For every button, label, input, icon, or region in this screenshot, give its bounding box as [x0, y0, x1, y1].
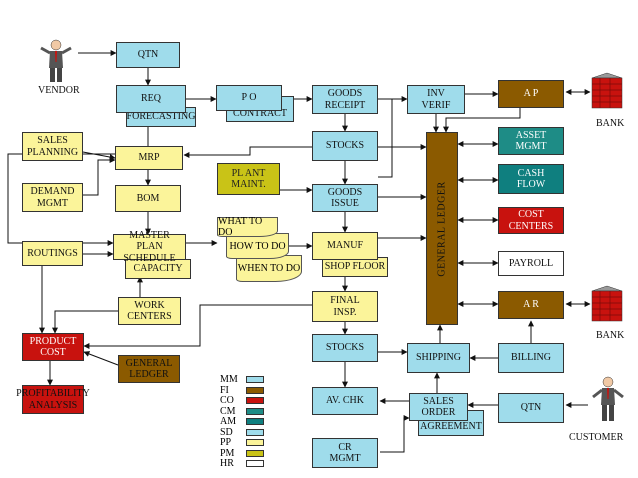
bank-building-icon	[591, 72, 623, 109]
mrp-box: MRP	[115, 146, 183, 170]
billing-box: BILLING	[498, 343, 564, 373]
profitability-analysis-box: PROFITABILITY ANALYSIS	[16, 385, 90, 414]
inv-verif-box: INV VERIF	[407, 85, 465, 114]
shop-floor-box: SHOP FLOOR	[322, 257, 388, 277]
legend-item: PM	[220, 447, 280, 460]
bank-bottom-label: BANK	[596, 330, 625, 341]
shipping-box: SHIPPING	[407, 343, 470, 373]
qtn-top-box: QTN	[116, 42, 180, 68]
req-box: REQ	[116, 85, 186, 113]
work-centers-box: WORK CENTERS	[118, 297, 181, 325]
legend-swatch	[246, 439, 264, 446]
legend-item: HR	[220, 458, 280, 470]
legend-item: SD	[220, 426, 280, 439]
cash-flow-box: CASH FLOW	[498, 164, 564, 194]
goods-receipt-box: GOODS RECEIPT	[312, 85, 378, 114]
legend-code: CM	[220, 405, 236, 417]
ar-box: A R	[498, 291, 564, 319]
legend-code: PP	[220, 437, 232, 448]
bank-building-icon	[591, 285, 623, 322]
stocks-bottom-box: STOCKS	[312, 334, 378, 362]
general-ledger-label: GENERAL LEDGER	[436, 180, 448, 277]
payroll-box: PAYROLL	[498, 251, 564, 276]
legend-swatch	[246, 428, 264, 436]
legend-swatch	[246, 386, 264, 394]
legend-item: CO	[220, 395, 280, 407]
legend-item: CM	[220, 405, 280, 418]
legend-swatch	[246, 418, 264, 425]
final-insp-box: FINAL INSP.	[312, 291, 378, 322]
legend-code: AM	[220, 416, 237, 427]
stocks-top-box: STOCKS	[312, 131, 378, 161]
vendor-label: VENDOR	[38, 85, 80, 96]
legend-item: PP	[220, 437, 280, 449]
general-ledger-bar: GENERAL LEDGER	[426, 132, 458, 325]
plant-maint-box: PL ANT MAINT.	[217, 163, 280, 195]
legend-item: MM	[220, 374, 280, 386]
legend-item: AM	[220, 416, 280, 428]
goods-issue-box: GOODS ISSUE	[312, 184, 378, 212]
legend-code: CO	[220, 395, 234, 406]
sales-planning-box: SALES PLANNING	[22, 132, 83, 161]
legend-code: PM	[220, 447, 235, 459]
sales-order-box: SALES ORDER	[409, 393, 468, 421]
product-cost-box: PRODUCT COST	[22, 333, 84, 361]
legend-code: SD	[220, 426, 233, 438]
what-to-do-doc: WHAT TO DO	[217, 216, 278, 238]
av-chk-box: AV. CHK	[312, 387, 378, 415]
master-plan-schedule-box: MASTER PLAN SCHEDULE	[113, 230, 186, 264]
general-ledger-small-box: GENERAL LEDGER	[118, 355, 180, 383]
asset-mgmt-box: ASSET MGMT	[498, 127, 564, 155]
routings-box: ROUTINGS	[22, 241, 83, 266]
demand-mgmt-box: DEMAND MGMT	[22, 183, 83, 212]
legend-swatch	[246, 407, 264, 415]
vendor-person-icon	[40, 39, 72, 82]
manuf-box: MANUF	[312, 232, 378, 260]
legend-swatch	[246, 460, 264, 467]
legend-code: HR	[220, 458, 234, 469]
ap-box: A P	[498, 80, 564, 108]
legend-item: FI	[220, 384, 280, 397]
cost-centers-box: COST CENTERS	[498, 207, 564, 234]
legend-swatch	[246, 376, 264, 383]
customer-label: CUSTOMER	[569, 432, 624, 443]
po-box: P O	[216, 85, 282, 111]
qtn-bottom-box: QTN	[498, 393, 564, 423]
bom-box: BOM	[115, 185, 181, 212]
how-to-do-doc: HOW TO DO	[226, 233, 289, 259]
customer-person-icon	[592, 376, 624, 421]
when-to-do-doc: WHEN TO DO	[236, 255, 302, 282]
legend-code: FI	[220, 384, 229, 396]
cr-mgmt-box: CR MGMT	[312, 438, 378, 468]
legend-code: MM	[220, 374, 238, 385]
bank-top-label: BANK	[596, 118, 625, 129]
legend-swatch	[246, 449, 264, 457]
legend-swatch	[246, 397, 264, 404]
